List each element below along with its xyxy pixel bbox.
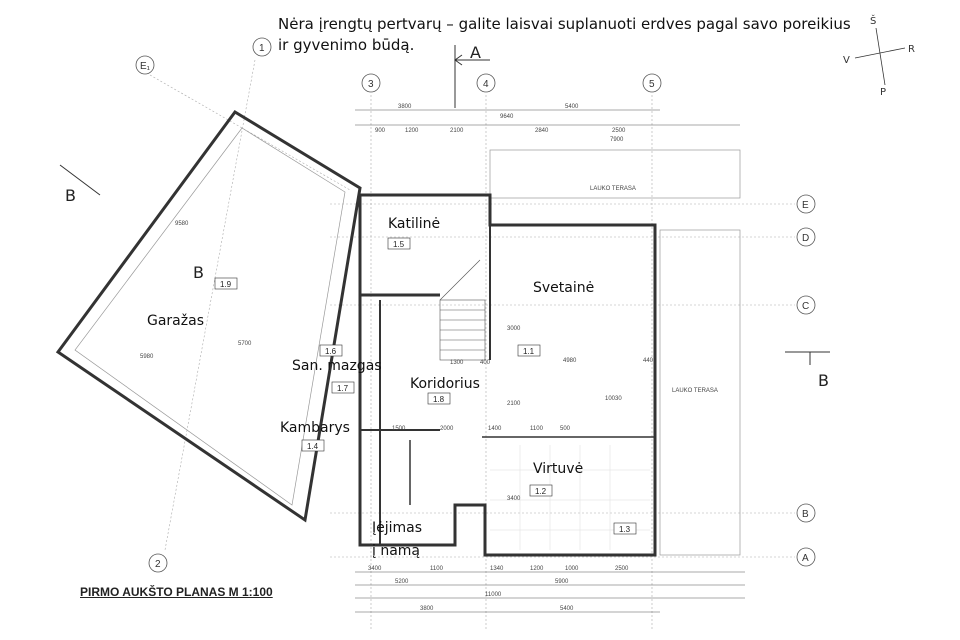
room-san-mazgas: San. mazgas — [292, 358, 382, 374]
terrace-right — [659, 229, 741, 556]
svg-text:1.3: 1.3 — [619, 525, 631, 534]
room-virtuve: Virtuvė — [533, 461, 583, 477]
room-iejimas: Įėjimas — [372, 520, 422, 536]
svg-text:10030: 10030 — [605, 396, 622, 402]
dims-bottom: 3400 1100 1340 1200 1000 2500 5200 5900 … — [368, 566, 629, 612]
grid-bubble-4: 4 — [483, 79, 489, 90]
section-a-marker: A — [470, 43, 481, 62]
svg-text:11000: 11000 — [485, 592, 502, 598]
terrace-label-right: LAUKO TERASA — [672, 388, 718, 394]
grid-bubble-2: 2 — [155, 559, 161, 570]
svg-text:2100: 2100 — [507, 401, 521, 407]
compass-west: V — [843, 55, 850, 66]
svg-text:900: 900 — [375, 128, 386, 134]
svg-text:1.7: 1.7 — [337, 384, 349, 393]
svg-text:9580: 9580 — [175, 221, 189, 227]
grid-bubble-e1: E₁ — [140, 61, 151, 72]
terrace-top — [489, 149, 741, 199]
svg-text:1100: 1100 — [530, 426, 544, 432]
svg-text:1000: 1000 — [565, 566, 579, 572]
svg-text:5900: 5900 — [555, 579, 569, 585]
svg-text:3800: 3800 — [398, 104, 412, 110]
dims-top: 3800 5400 9640 900 1200 2100 2840 2500 7… — [375, 104, 626, 143]
svg-text:1100: 1100 — [430, 566, 444, 572]
svg-text:3800: 3800 — [420, 606, 434, 612]
svg-text:1.8: 1.8 — [433, 395, 445, 404]
svg-text:1.1: 1.1 — [523, 347, 535, 356]
svg-text:5700: 5700 — [238, 341, 252, 347]
grid-bubble-5: 5 — [649, 79, 655, 90]
grid-bubble-C: C — [802, 301, 809, 312]
plan-note: Nėra įrengtų pertvarų – galite laisvai s… — [278, 14, 851, 56]
compass-north: Š — [870, 14, 876, 27]
svg-text:1500: 1500 — [392, 426, 406, 432]
compass-east: R — [908, 44, 915, 55]
svg-text:5200: 5200 — [395, 579, 409, 585]
note-line-1: Nėra įrengtų pertvarų – galite laisvai s… — [278, 15, 851, 33]
svg-text:1.2: 1.2 — [535, 487, 547, 496]
svg-text:9640: 9640 — [500, 114, 514, 120]
grid-bubble-A: A — [802, 553, 809, 564]
svg-text:2000: 2000 — [440, 426, 454, 432]
svg-text:3000: 3000 — [507, 326, 521, 332]
note-line-2: ir gyvenimo būdą. — [278, 36, 415, 54]
compass-icon — [854, 27, 906, 86]
room-kambarys: Kambarys — [280, 420, 350, 436]
svg-text:4980: 4980 — [563, 358, 577, 364]
svg-text:1.6: 1.6 — [325, 347, 337, 356]
section-b-marker-garage: B — [193, 263, 204, 282]
svg-text:2500: 2500 — [615, 566, 629, 572]
garage-walls — [55, 110, 362, 523]
svg-text:5980: 5980 — [140, 354, 154, 360]
svg-text:1340: 1340 — [490, 566, 504, 572]
svg-text:5400: 5400 — [565, 104, 579, 110]
svg-text:1200: 1200 — [530, 566, 544, 572]
room-katiline: Katilinė — [388, 216, 440, 232]
room-svetaine: Svetainė — [533, 280, 594, 296]
compass-south: P — [880, 87, 886, 98]
grid-bubble-D: D — [802, 233, 809, 244]
svg-text:2840: 2840 — [535, 128, 549, 134]
svg-text:400: 400 — [480, 360, 491, 366]
dims-inner: 1300 400 4980 440 2000 1400 1100 500 150… — [140, 221, 654, 502]
plan-title: PIRMO AUKŠTO PLANAS M 1:100 — [80, 585, 273, 599]
svg-text:5400: 5400 — [560, 606, 574, 612]
room-iejimas-line2: į namą — [372, 543, 420, 559]
svg-text:7900: 7900 — [610, 137, 624, 143]
grid-bubble-1: 1 — [259, 43, 265, 54]
section-b-marker-right: B — [818, 371, 829, 390]
svg-text:1200: 1200 — [405, 128, 419, 134]
room-koridorius: Koridorius — [410, 376, 480, 392]
svg-text:1.4: 1.4 — [307, 442, 319, 451]
svg-text:500: 500 — [560, 426, 571, 432]
grid-bubble-E: E — [802, 200, 809, 211]
house-walls — [358, 193, 657, 557]
svg-text:1.9: 1.9 — [220, 280, 232, 289]
svg-text:2100: 2100 — [450, 128, 464, 134]
svg-text:1.5: 1.5 — [393, 240, 405, 249]
grid-bubble-3: 3 — [368, 79, 374, 90]
room-garazas: Garažas — [147, 313, 204, 329]
svg-text:1400: 1400 — [488, 426, 502, 432]
stairs — [439, 259, 486, 361]
svg-text:3400: 3400 — [368, 566, 382, 572]
svg-text:1300: 1300 — [450, 360, 464, 366]
svg-text:3400: 3400 — [507, 496, 521, 502]
svg-text:440: 440 — [643, 358, 654, 364]
svg-text:2500: 2500 — [612, 128, 626, 134]
grid-bubble-B: B — [802, 509, 809, 520]
section-b-marker-left: B — [65, 186, 76, 205]
terrace-label: LAUKO TERASA — [590, 186, 636, 192]
